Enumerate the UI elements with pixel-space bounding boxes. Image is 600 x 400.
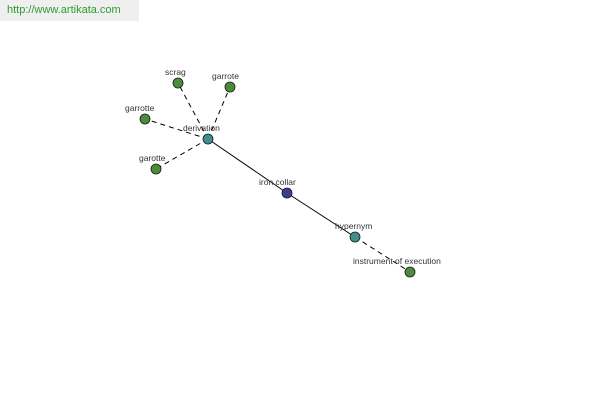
node-garotte[interactable] [150, 163, 162, 175]
edge-hypernym-instrument [354, 236, 411, 273]
label-scrag: scrag [165, 67, 186, 77]
label-garrotte: garrotte [125, 103, 155, 113]
label-instrument-of-execution: instrument of execution [353, 256, 441, 266]
label-garrote: garrote [212, 71, 239, 81]
edge-derivation-garrote [207, 86, 231, 140]
label-iron-collar: iron collar [259, 177, 296, 187]
node-garrote[interactable] [224, 81, 236, 93]
node-iron-collar[interactable] [281, 187, 293, 199]
label-hypernym: hypernym [335, 221, 372, 231]
url-watermark-text[interactable]: http://www.artikata.com [7, 4, 121, 16]
node-instrument-of-execution[interactable] [404, 266, 416, 278]
url-watermark-box: http://www.artikata.com [0, 0, 139, 21]
node-derivation[interactable] [202, 133, 214, 145]
node-hypernym[interactable] [349, 231, 361, 243]
label-garotte: garotte [139, 153, 166, 163]
edge-derivation-garrotte [144, 118, 209, 140]
edge-derivation-scrag [177, 82, 209, 140]
node-garrotte[interactable] [139, 113, 151, 125]
node-scrag[interactable] [172, 77, 184, 89]
edge-derivation-garotte [155, 138, 209, 170]
edge-center-derivation [207, 138, 288, 194]
label-derivation: derivation [183, 123, 220, 133]
edge-center-hypernym [286, 192, 356, 238]
